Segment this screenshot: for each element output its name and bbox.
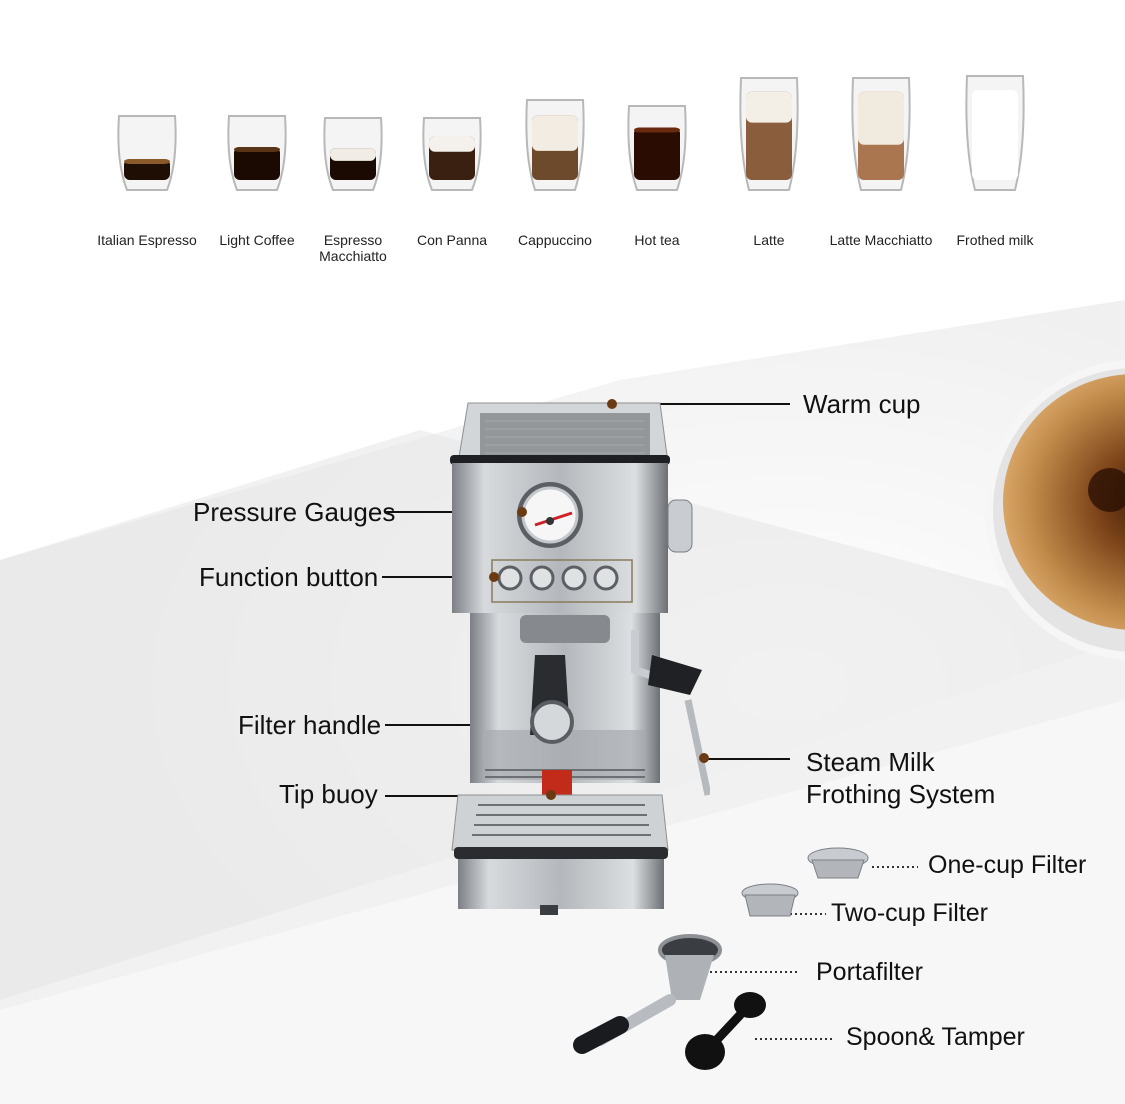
filter-handle-label: Filter handle xyxy=(238,710,382,740)
drink-label: Latte Macchiatto xyxy=(829,232,933,248)
drink-glass xyxy=(602,104,712,194)
drink-label: Cappuccino xyxy=(518,232,592,248)
drink-label: Latte xyxy=(753,232,785,248)
drink-label: Hot tea xyxy=(634,232,680,248)
drink-glass xyxy=(826,76,936,194)
spoon-tamper-label: Spoon& Tamper xyxy=(846,1023,1025,1051)
one-cup-filter-image xyxy=(807,847,869,879)
drink-label: Frothed milk xyxy=(956,232,1034,248)
drink-label: Italian Espresso xyxy=(97,232,197,248)
one-cup-filter-label: One-cup Filter xyxy=(928,851,1087,879)
portafilter-label: Portafilter xyxy=(816,958,923,986)
drink-glass xyxy=(202,114,312,194)
coffee-cup-image xyxy=(985,360,1125,660)
drink-glass xyxy=(714,76,824,194)
function-button-label: Function button xyxy=(199,562,379,592)
pressure-gauges-label: Pressure Gauges xyxy=(193,497,396,527)
steam-milk-label: Steam Milk xyxy=(806,747,935,777)
portafilter-image xyxy=(573,934,722,1054)
tip-buoy-label: Tip buoy xyxy=(279,779,378,809)
drink-label: Light Coffee xyxy=(219,232,295,248)
frothing-system-label: Frothing System xyxy=(806,779,996,809)
drink-glass xyxy=(500,98,610,194)
spoon-tamper-image xyxy=(685,992,766,1070)
espresso-machine xyxy=(450,399,710,915)
warm-cup-label: Warm cup xyxy=(803,389,921,419)
drink-label: Con Panna xyxy=(416,232,488,248)
two-cup-filter-label: Two-cup Filter xyxy=(831,899,988,927)
drink-glass xyxy=(92,114,202,194)
two-cup-filter-image xyxy=(741,883,799,917)
drink-glass xyxy=(298,116,408,194)
drink-glass xyxy=(397,116,507,194)
drink-label: Espresso Macchiatto xyxy=(319,232,387,264)
drink-glass xyxy=(940,74,1050,194)
